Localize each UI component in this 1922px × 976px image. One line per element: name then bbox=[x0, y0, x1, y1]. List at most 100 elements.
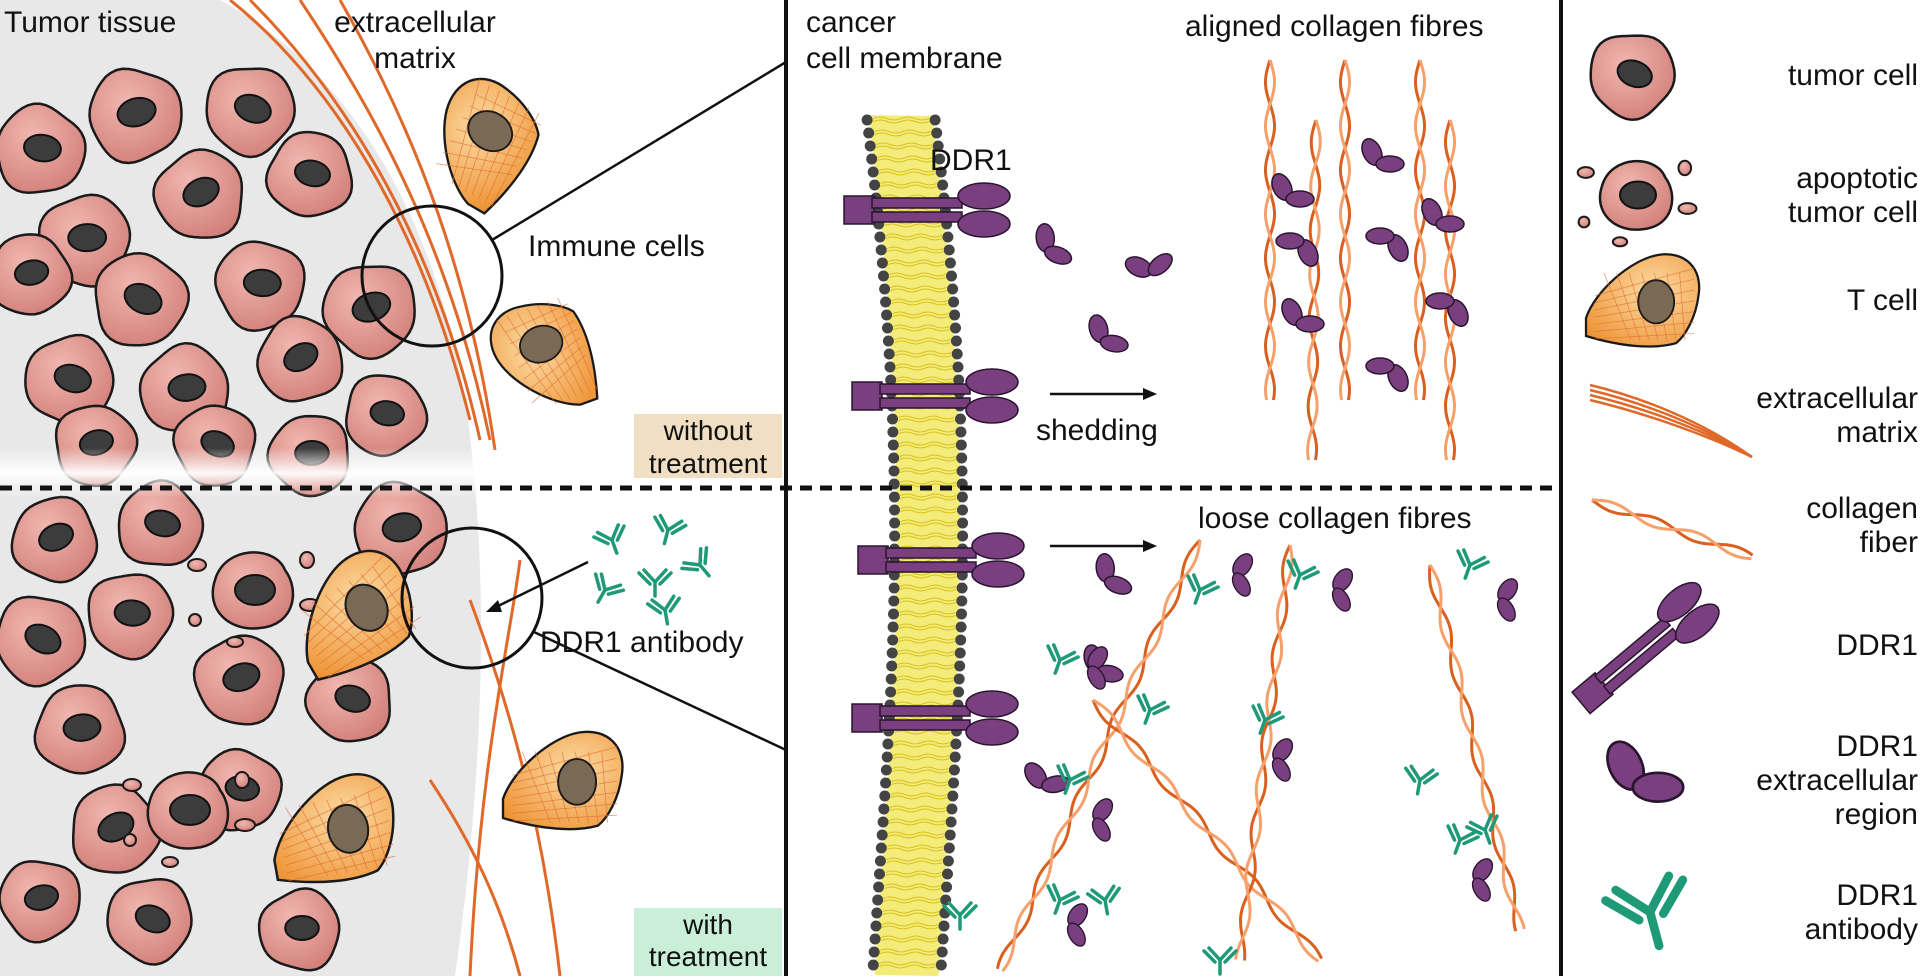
ddr1-extracellular-region bbox=[1275, 232, 1319, 267]
collagen-fibre bbox=[1428, 564, 1526, 932]
antibody bbox=[645, 594, 681, 626]
lipid-tail bbox=[892, 766, 949, 771]
legend-label: DDR1 bbox=[1836, 629, 1918, 662]
ddr1-extracellular-region bbox=[1281, 298, 1325, 333]
lipid-head bbox=[882, 322, 893, 334]
lipid-tail bbox=[885, 873, 942, 878]
lipid-head bbox=[880, 764, 892, 776]
ddr1-extracellular-region bbox=[1331, 568, 1354, 612]
extracellular-matrix-fibres bbox=[229, 0, 562, 976]
lipid-tail bbox=[872, 116, 930, 121]
lipid-tail bbox=[886, 246, 944, 251]
with-treatment-line1: with bbox=[682, 909, 733, 940]
lipid-tail bbox=[900, 532, 957, 537]
lipid-tail bbox=[891, 782, 948, 787]
shedding-label: shedding bbox=[1036, 414, 1158, 447]
lipid-tail bbox=[879, 961, 936, 966]
lipid-tail bbox=[900, 480, 957, 485]
lipid-tail bbox=[899, 584, 957, 589]
lipid-head bbox=[886, 647, 898, 659]
tumor-cell bbox=[345, 374, 429, 458]
t-cell-icon bbox=[1584, 253, 1701, 348]
lipid-head bbox=[947, 283, 959, 295]
lipid-tail bbox=[893, 743, 951, 748]
lipid-tail bbox=[900, 522, 957, 527]
ddr1-extracellular-region bbox=[1471, 858, 1494, 902]
lipid-tail bbox=[888, 821, 946, 826]
lipid-tail bbox=[872, 119, 930, 124]
ddr1-receptors bbox=[843, 182, 1025, 746]
lipid-head bbox=[887, 621, 899, 633]
without-treatment-badge bbox=[634, 414, 782, 478]
tumor-tissue-label: Tumor tissue bbox=[4, 6, 176, 39]
tumor-cell bbox=[94, 251, 190, 347]
legend-label: apoptotic bbox=[1796, 162, 1918, 195]
lipid-tail bbox=[890, 792, 947, 797]
antibody-arrow bbox=[486, 560, 589, 612]
lipid-head bbox=[874, 868, 885, 880]
lipid-head bbox=[945, 816, 957, 828]
tumor-cell bbox=[0, 595, 87, 688]
lipid-tail bbox=[885, 236, 943, 241]
lipid-head bbox=[861, 114, 873, 126]
collagen-fibre bbox=[1306, 119, 1322, 461]
lipid-tail bbox=[899, 441, 956, 446]
legend-label: fiber bbox=[1860, 526, 1918, 559]
lipid-tail bbox=[891, 298, 948, 303]
lipid-head bbox=[875, 842, 887, 854]
loose-collagen-label: loose collagen fibres bbox=[1198, 502, 1472, 535]
lipid-tail bbox=[898, 418, 955, 423]
lipid-tail bbox=[897, 675, 954, 680]
ddr1-antibody-label: DDR1 antibody bbox=[540, 626, 743, 659]
lipid-head bbox=[885, 374, 897, 386]
lipid-head bbox=[956, 608, 967, 620]
collagen-fibre bbox=[1234, 544, 1294, 961]
lipid-tail bbox=[894, 340, 951, 345]
lipid-tail bbox=[887, 844, 944, 849]
tumor-cell bbox=[192, 634, 285, 726]
lipid-tail bbox=[895, 353, 952, 358]
lipid-head bbox=[957, 530, 969, 542]
lipid-tail bbox=[893, 740, 951, 745]
lipid-head bbox=[937, 179, 949, 191]
lipid-tail bbox=[898, 626, 956, 631]
ddr1-receptor bbox=[1571, 581, 1720, 715]
lipid-tail bbox=[898, 415, 955, 420]
t-cell bbox=[501, 730, 624, 831]
lipid-tail bbox=[897, 662, 954, 667]
lipid-tail bbox=[885, 870, 942, 875]
tumor-cell bbox=[106, 877, 193, 966]
lipid-head bbox=[943, 842, 955, 854]
ddr1-extracellular-region bbox=[1271, 173, 1315, 208]
ddr1-extracellular-region bbox=[1365, 357, 1409, 392]
collagen-fibre bbox=[995, 538, 1202, 973]
apoptotic-tumor-cells bbox=[122, 551, 321, 868]
lipid-tail bbox=[892, 756, 950, 761]
lipid-head bbox=[878, 803, 890, 815]
lipid-tail bbox=[899, 454, 956, 459]
antibody bbox=[593, 572, 626, 604]
lipid-head bbox=[955, 426, 967, 438]
lipid-head bbox=[935, 959, 947, 971]
lipid-tail bbox=[895, 701, 953, 706]
lipid-head bbox=[887, 634, 899, 646]
ddr1-receptor bbox=[857, 532, 1025, 588]
lipid-head bbox=[944, 829, 956, 841]
t-cell bbox=[436, 77, 541, 215]
lipid-head bbox=[947, 790, 959, 802]
ddr1-extracellular-region bbox=[1095, 553, 1133, 595]
lipid-tail bbox=[899, 600, 956, 605]
lipid-tail bbox=[900, 535, 957, 540]
lipid-tail bbox=[899, 444, 956, 449]
aligned-collagen-fibres bbox=[1263, 59, 1469, 461]
lipid-tail bbox=[880, 938, 938, 943]
collagen-fibre bbox=[1338, 59, 1352, 401]
lipid-head bbox=[936, 946, 948, 958]
lipid-tail bbox=[882, 909, 940, 914]
lipid-tail bbox=[888, 259, 945, 264]
tumor-cell bbox=[152, 148, 244, 239]
lipid-tail bbox=[899, 613, 956, 618]
lipid-head bbox=[880, 777, 892, 789]
collagen-fibre bbox=[1443, 119, 1457, 461]
